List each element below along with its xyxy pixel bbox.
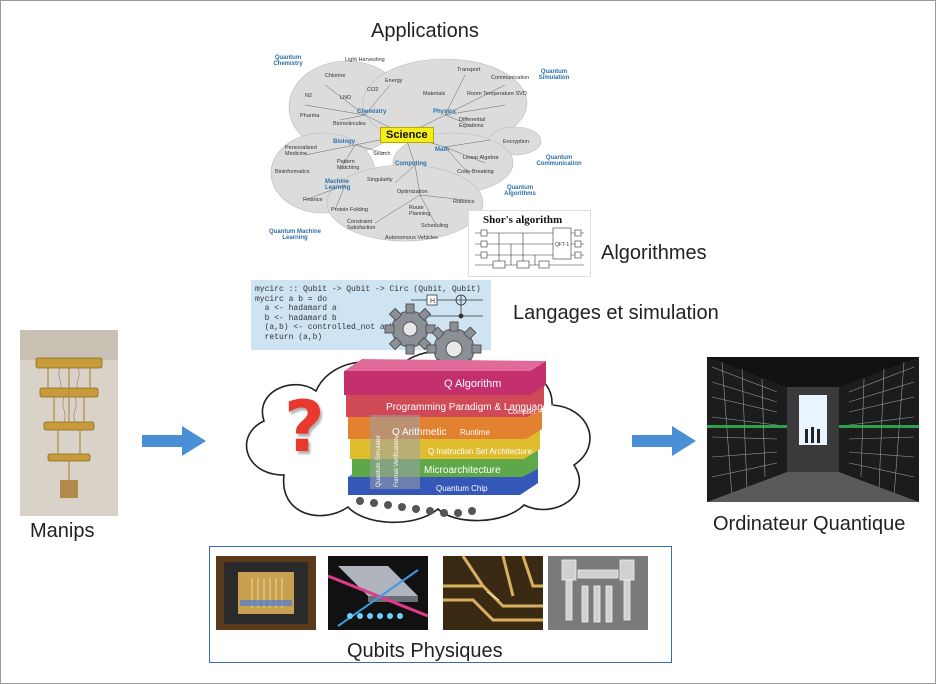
mindmap-bubbles (270, 58, 542, 242)
mm-pharma: Pharma (300, 113, 320, 119)
qubits-box (209, 546, 672, 663)
layer-programming: Programming Paradigm & Languages (386, 402, 553, 413)
side-label-verification: Formal Verification (394, 437, 400, 487)
qubit-chip-photo-1 (216, 556, 316, 630)
layer-runtime: Runtime (460, 428, 490, 437)
layer-microarchitecture: Microarchitecture (424, 465, 501, 476)
manips-label: Manips (30, 520, 95, 542)
mm-materials: Materials (423, 91, 446, 97)
mm-differential: Differential Equations (459, 117, 486, 129)
mm-pattern: Pattern Matching (337, 159, 360, 171)
region-quantum-algorithms: Quantum Algorithms (504, 185, 536, 197)
qubit-gate-electrodes-photo (548, 556, 648, 630)
dilution-fridge-photo (20, 330, 118, 516)
code-line: mycirc :: Qubit -> Qubit -> Circ (Qubit,… (255, 285, 481, 294)
layer-q-arithmetic: Q Arithmetic (392, 427, 446, 438)
code-gate-h: H (430, 298, 435, 305)
quantum-stack: Q Algorithm Programming Paradigm & Langu… (344, 359, 553, 517)
shor-algorithm-card: Shor's algorithm QFT-1 (468, 210, 591, 277)
langages-label: Langages et simulation (513, 302, 719, 324)
shor-circuit: QFT-1 (475, 227, 584, 269)
science-node: Science (380, 127, 434, 143)
shor-title: Shor's algorithm (483, 214, 563, 226)
mm-autonomous: Autonomous Vehicles (385, 235, 438, 241)
mm-optimization: Optimization (397, 189, 428, 195)
mm-biomolecules: Biomolecules (333, 121, 366, 127)
mm-robotics: Robotics (453, 199, 475, 205)
qubit-ion-trap-photo (328, 556, 428, 630)
hub-computing: Computing (395, 161, 427, 167)
hub-physics: Physics (433, 109, 456, 115)
region-quantum-communication: Quantum Communication (536, 155, 582, 167)
mm-communication: Communication (491, 75, 530, 81)
arrow-right-icon (632, 426, 696, 456)
region-quantum-chemistry: Quantum Chemistry (273, 55, 303, 67)
mm-bioinformatics: Bioinformatics (275, 169, 310, 175)
arrow-right-icon (142, 426, 206, 456)
mm-scheduling: Scheduling (421, 223, 449, 229)
code-panel: mycirc :: Qubit -> Qubit -> Circ (Qubit,… (251, 280, 491, 350)
code-line: mycirc a b = do (255, 294, 328, 304)
layer-quantum-chip: Quantum Chip (436, 484, 488, 493)
qubit-superconducting-photo (443, 556, 543, 630)
mm-energy: Energy (385, 78, 403, 84)
ordinateur-label: Ordinateur Quantique (713, 513, 906, 535)
quantum-computer-photo (707, 357, 919, 502)
mm-protein: Protein Folding (331, 207, 368, 213)
mm-co2: CO2 (367, 87, 379, 93)
code-circuit: H (411, 294, 483, 319)
algorithmes-label: Algorithmes (601, 242, 707, 264)
region-quantum-machine-learning: Quantum Machine Learning (268, 229, 321, 241)
layer-q-algorithm: Q Algorithm (444, 378, 501, 390)
mm-search: Search (373, 151, 391, 157)
mm-code-breaking: Code-Breaking (457, 169, 494, 175)
mm-lno: LNO (340, 95, 352, 101)
hub-biology: Biology (333, 139, 355, 145)
hub-machine-learning: Machine Learning (325, 179, 351, 191)
applications-label: Applications (371, 20, 479, 42)
mm-finance: Finance (303, 197, 323, 203)
layer-q-isa: Q Instruction Set Architecture (428, 447, 533, 456)
mm-transport: Transport (457, 67, 481, 73)
mm-route: Route Planning (409, 205, 431, 217)
qubits-label: Qubits Physiques (347, 640, 503, 662)
hub-chemistry: Chemistry (357, 109, 387, 115)
layer-compiler: Compiler (508, 409, 537, 416)
question-mark-icon: ? (284, 386, 325, 468)
mm-encryption: Encryption (503, 139, 529, 145)
mm-n2: N2 (305, 93, 313, 99)
code-line: a <- hadamard a (255, 304, 337, 313)
hub-math: Math (435, 147, 449, 153)
mm-constraint: Constraint Satisfaction (347, 219, 376, 231)
mm-chlorine: Chlorine (325, 73, 346, 79)
mm-singularity: Singularity (367, 177, 393, 183)
shor-qft-gate: QFT-1 (555, 242, 569, 248)
side-label-simulator: Quantum Simulator (376, 435, 382, 487)
mm-personalized: Personalized Medicine (285, 145, 317, 157)
region-quantum-simulation: Quantum Simulation (538, 69, 570, 81)
mm-room-temp: Room Temperature SVD (467, 91, 527, 97)
code-line: return (a,b) (255, 332, 323, 342)
mm-light-harvesting: Light Harvesting (345, 57, 385, 63)
mm-linear-algebra: Linear Algebra (463, 155, 499, 161)
code-line: b <- hadamard b (255, 313, 337, 323)
